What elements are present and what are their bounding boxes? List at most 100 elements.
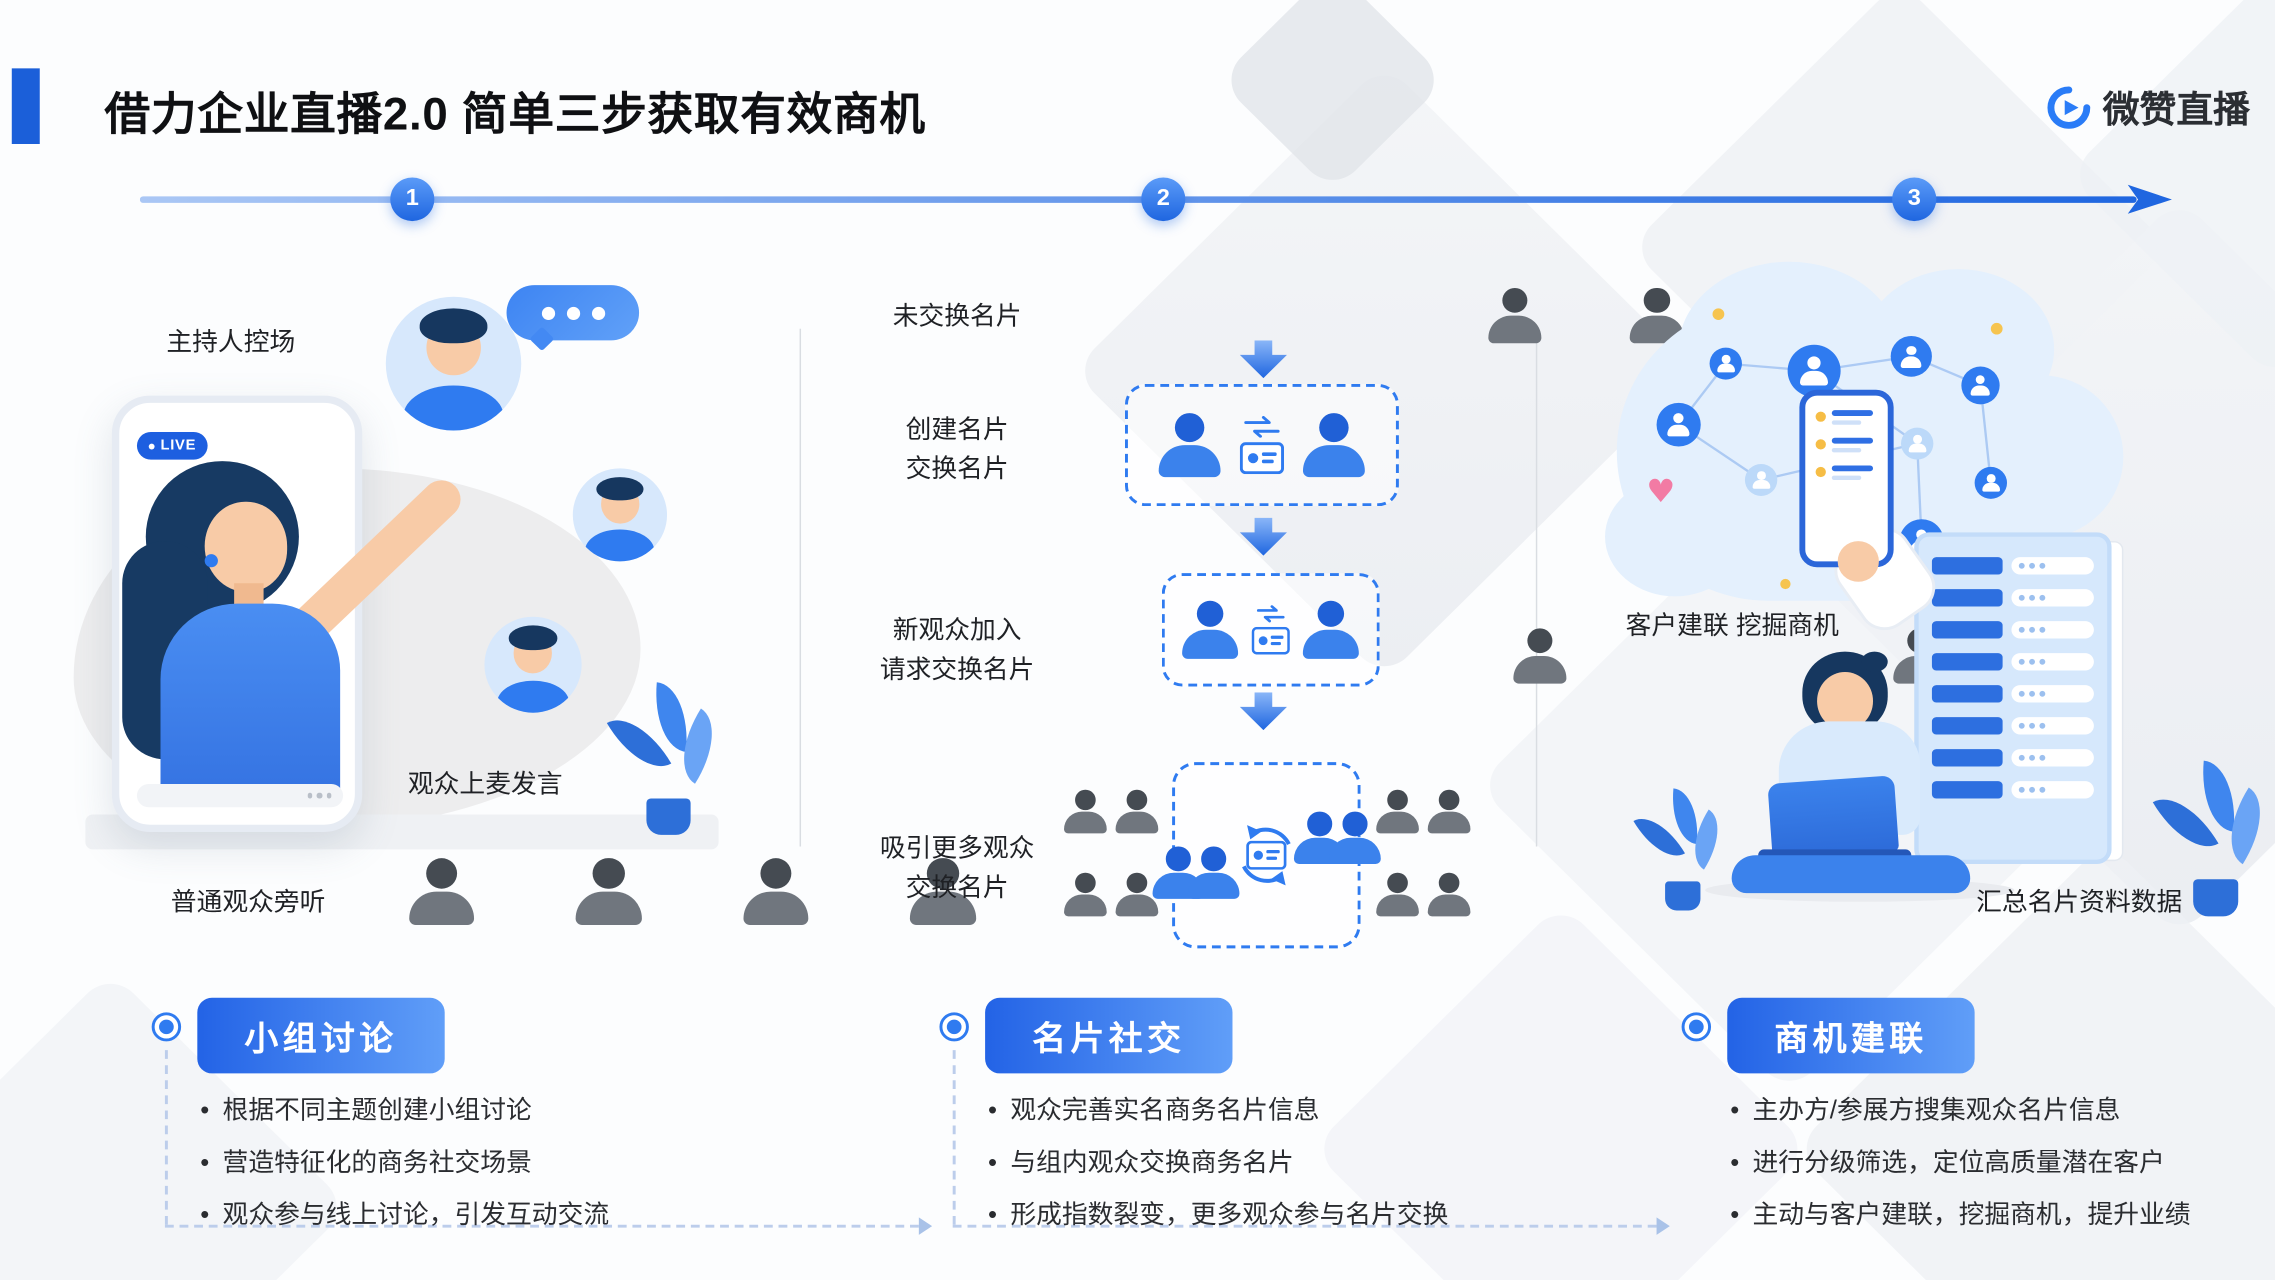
avatar-node (1890, 335, 1932, 377)
feature-dot (939, 1012, 969, 1042)
card-exchange-box (1124, 383, 1399, 507)
avatar-node (1787, 344, 1841, 398)
feature-bullet: •观众参与线上讨论，引发互动交流 (200, 1199, 610, 1230)
bullet-icon: • (200, 1199, 210, 1230)
heart-icon: ♥ (1646, 474, 1676, 511)
avatar-node (1974, 466, 2008, 499)
connect-label: 客户建联 挖掘商机 (1625, 610, 1839, 640)
circular-arrows-icon (1242, 825, 1291, 886)
circular-exchange-icon (1231, 820, 1302, 890)
step-badge-3: 3 (1892, 177, 1937, 222)
feature-list-group-discussion: •根据不同主题创建小组讨论 •营造特征化的商务社交场景 •观众参与线上讨论，引发… (200, 1094, 907, 1251)
feature-connector (952, 1224, 1657, 1228)
down-arrow-icon (1239, 340, 1287, 379)
person-icon (1302, 601, 1361, 659)
bullet-icon: • (1730, 1199, 1740, 1230)
person-icon (1427, 873, 1471, 917)
live-badge: LIVE (136, 431, 208, 460)
person-icon (1512, 628, 1568, 683)
business-card-icon (1239, 442, 1285, 475)
feature-bullet: •进行分级筛选，定位高质量潜在客户 (1730, 1147, 2165, 1177)
audience-pair (1063, 873, 1159, 917)
avatar-node (1709, 347, 1742, 380)
server-rack-illustration (1914, 532, 2112, 864)
brand-logo: 微赞直播 (2047, 81, 2250, 133)
feature-bullet: •形成指数裂变，更多观众参与名片交换 (988, 1199, 1449, 1230)
feature-title-card-social: 名片社交 (985, 997, 1233, 1074)
feature-connector (952, 1050, 956, 1225)
feature-bullet: •观众完善实名商务名片信息 (988, 1095, 1320, 1125)
person-icon (1157, 413, 1222, 477)
bullet-icon: • (988, 1095, 998, 1125)
typing-dots-icon (506, 285, 640, 341)
step-badge-2: 2 (1141, 177, 1186, 222)
phone-bottom-bar (136, 783, 344, 808)
sparkle-dot (1990, 322, 2003, 335)
sitting-person-illustration (1726, 651, 1976, 896)
stage-label-attract-more: 吸引更多观众 交换名片 (879, 833, 1035, 902)
person-icon (1063, 873, 1107, 917)
swap-arrows-icon (1256, 605, 1285, 623)
avatar-node (1656, 402, 1701, 447)
business-card-icon (1251, 626, 1290, 655)
bullet-icon: • (1730, 1147, 1740, 1177)
avatar-node (1744, 463, 1778, 496)
feature-bullet: •根据不同主题创建小组讨论 (200, 1095, 532, 1125)
feature-dot (151, 1012, 182, 1042)
live-phone-illustration: LIVE (111, 395, 469, 832)
page-title: 借力企业直播2.0 简单三步获取有效商机 (104, 88, 926, 140)
feature-bullet: •主动与客户建联，挖掘商机，提升业绩 (1730, 1199, 2191, 1230)
step-badge-1: 1 (390, 177, 435, 222)
brand-play-icon (2047, 86, 2091, 129)
data-label: 汇总名片资料数据 (1976, 887, 2183, 917)
down-arrow-icon (1239, 692, 1287, 731)
feature-connector-arrow (918, 1217, 933, 1235)
stage-label-create-exchange: 创建名片 交换名片 (905, 414, 1009, 484)
timeline-arrow (139, 184, 2172, 214)
feature-bullet: •与组内观众交换商务名片 (988, 1147, 1294, 1177)
bullet-icon: • (988, 1199, 998, 1230)
plant-illustration (606, 681, 731, 835)
hand-shape (1837, 541, 1879, 582)
feature-connector (164, 1050, 168, 1225)
mic-label: 观众上麦发言 (407, 769, 563, 799)
presenter-illustration (119, 403, 469, 825)
swap-arrows-icon (1244, 415, 1280, 438)
bullet-icon: • (988, 1147, 998, 1177)
feature-connector (164, 1224, 919, 1228)
audience-person-icon (742, 858, 810, 925)
business-card-icon (1246, 840, 1287, 870)
speaker-avatar (484, 616, 582, 713)
bullet-icon: • (1730, 1095, 1740, 1125)
person-icon (1328, 812, 1381, 864)
column-divider (1535, 328, 1538, 847)
bullet-icon: • (200, 1095, 210, 1125)
stage-label-not-exchanged: 未交换名片 (892, 301, 1022, 331)
card-exchange-box-large (1172, 762, 1361, 949)
person-icon (1115, 790, 1159, 834)
feature-connector-arrow (1656, 1217, 1670, 1235)
brand-name: 微赞直播 (2102, 90, 2251, 131)
bullet-icon: • (200, 1147, 210, 1177)
person-icon (1375, 790, 1419, 834)
audience-person-icon (408, 858, 476, 925)
sparkle-dot (1780, 578, 1791, 590)
plant-illustration (1633, 787, 1733, 911)
person-icon (1063, 790, 1107, 834)
audience-pair (1375, 873, 1471, 917)
avatar-node (1961, 366, 2000, 405)
audience-person-icon (575, 858, 643, 925)
plant-illustration (2152, 759, 2275, 917)
card-exchange-box (1161, 573, 1380, 687)
audience-pair (1063, 790, 1159, 834)
sparkle-dot (1712, 308, 1725, 320)
feature-title-opportunity-connect: 商机建联 (1727, 997, 1975, 1074)
person-icon (1302, 413, 1367, 477)
contacts-phone-illustration (1799, 389, 1894, 568)
person-icon (1487, 288, 1543, 343)
person-icon (1427, 790, 1471, 834)
feature-title-group-discussion: 小组讨论 (197, 997, 445, 1074)
host-label: 主持人控场 (166, 327, 296, 357)
